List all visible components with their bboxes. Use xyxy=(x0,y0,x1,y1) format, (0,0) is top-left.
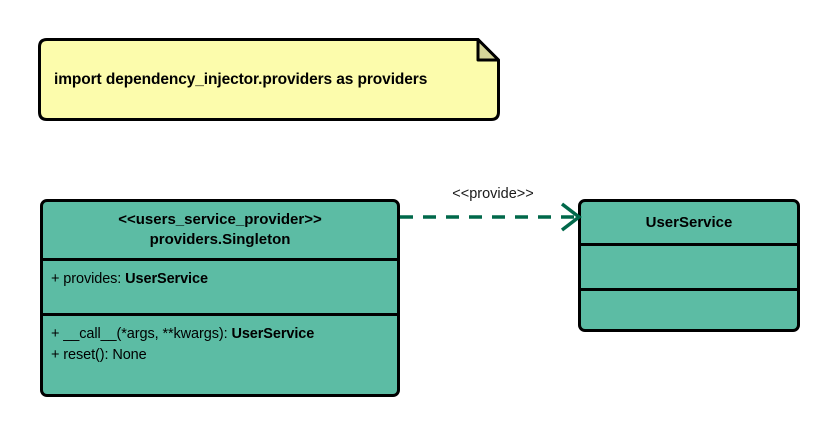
attribute-provides-type: UserService xyxy=(125,271,208,287)
edge-provide-label: <<provide>> xyxy=(452,186,534,202)
class-attributes-compartment xyxy=(581,243,797,288)
method-reset-label: + reset(): None xyxy=(51,346,147,363)
note-import[interactable]: import dependency_injector.providers as … xyxy=(38,38,500,121)
class-user-service[interactable]: UserService xyxy=(578,199,800,332)
class-users-service-provider[interactable]: <<users_service_provider>> providers.Sin… xyxy=(40,199,400,397)
class-attributes-compartment: + provides: UserService xyxy=(43,258,397,313)
attribute-provides: + provides: UserService xyxy=(51,269,397,290)
note-text: import dependency_injector.providers as … xyxy=(54,70,428,88)
class-name: providers.Singleton xyxy=(149,231,291,248)
class-methods-compartment xyxy=(581,288,797,329)
edge-provide[interactable] xyxy=(396,196,588,240)
attribute-provides-label: + provides: xyxy=(51,271,126,287)
method-reset: + reset(): None xyxy=(51,345,397,366)
method-call: + __call__(*args, **kwargs): UserService xyxy=(51,324,397,345)
class-stereotype: <<users_service_provider>> xyxy=(118,211,322,229)
method-call-type: UserService xyxy=(231,326,315,342)
note-shape xyxy=(38,38,500,121)
edge-arrowhead-icon xyxy=(560,202,582,232)
method-call-label: + __call__(*args, **kwargs): xyxy=(51,326,232,342)
class-methods-compartment: + __call__(*args, **kwargs): UserService… xyxy=(43,313,397,394)
class-title-compartment: <<users_service_provider>> providers.Sin… xyxy=(43,202,397,258)
class-name: UserService xyxy=(645,213,733,231)
class-title-compartment: UserService xyxy=(581,202,797,243)
